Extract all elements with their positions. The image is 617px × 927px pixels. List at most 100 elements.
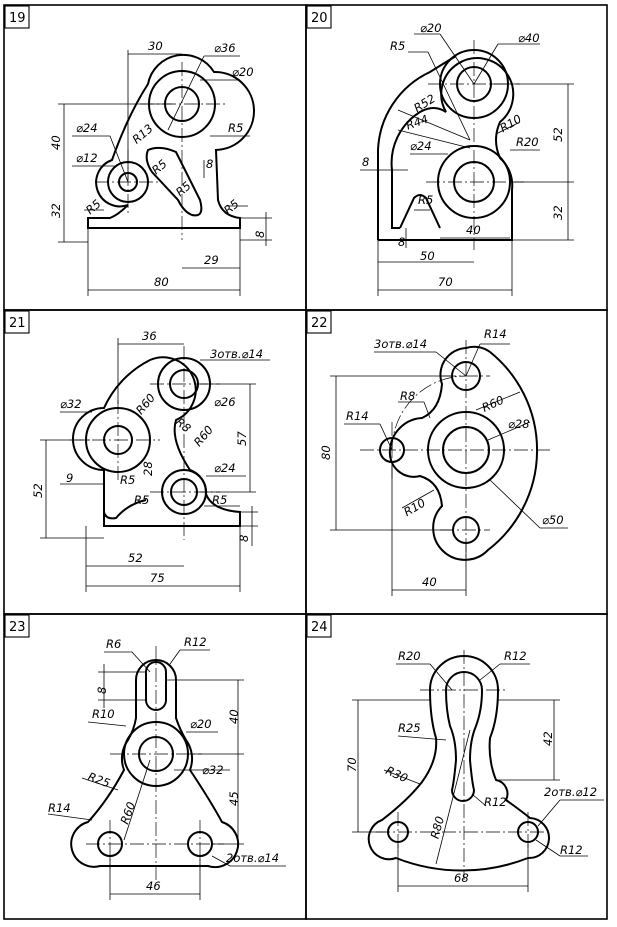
dim-label: 8: [206, 157, 213, 171]
panel-22: 22: [306, 310, 568, 596]
part-23-dimension-lines: [47, 649, 286, 900]
panel-24: 24: [306, 614, 604, 892]
panel-number: 21: [9, 316, 26, 331]
dim-label: 50: [420, 249, 435, 263]
part-21-axes: [70, 346, 220, 540]
dim-label: 9: [66, 471, 73, 485]
dim-label: R12: [560, 843, 583, 857]
dim-label: 42: [541, 731, 555, 746]
panel-number: 20: [311, 11, 328, 26]
dim-label: R30: [384, 763, 410, 785]
dim-label: R5: [120, 473, 135, 487]
dim-label: R10: [401, 496, 428, 519]
dim-label: 36: [142, 329, 157, 343]
dim-label: 80: [319, 445, 333, 460]
part-24-outline: [367, 655, 551, 872]
dim-label: 40: [466, 223, 481, 237]
panel-21: 21: [4, 310, 270, 592]
part-20-outline: [377, 49, 515, 241]
dim-label: R5: [228, 121, 243, 135]
dim-label: 52: [551, 127, 565, 142]
dim-label: ⌀24: [410, 139, 432, 153]
dim-label: 29: [204, 253, 219, 267]
dim-label: ⌀40: [518, 31, 540, 45]
dim-label: ⌀24: [76, 121, 98, 135]
dim-label: R80: [428, 815, 447, 840]
dim-label: ⌀12: [76, 151, 98, 165]
dim-label: 3отв.⌀14: [210, 347, 263, 361]
dim-label: 80: [154, 275, 169, 289]
dim-label: R20: [398, 649, 421, 663]
part-21-dimension-lines: [40, 338, 270, 592]
dim-label: 30: [148, 39, 163, 53]
dim-label: ⌀20: [190, 717, 212, 731]
dim-label: R13: [129, 121, 155, 146]
panel-grid: [3, 4, 608, 920]
part-22-axes: [360, 340, 550, 560]
dim-label: 68: [454, 871, 469, 885]
dim-label: ⌀32: [202, 763, 224, 777]
dim-label: R12: [184, 635, 207, 649]
dim-label: R60: [191, 423, 216, 449]
dim-label: 8: [362, 155, 369, 169]
dim-label: R12: [504, 649, 527, 663]
dim-label: R5: [83, 197, 104, 218]
dim-label: R6: [106, 637, 121, 651]
dim-label: R44: [404, 112, 430, 133]
dim-label: R60: [117, 800, 138, 826]
dim-label: R20: [516, 135, 539, 149]
part-19-dimension-lines: [58, 50, 272, 296]
dim-label: R10: [92, 707, 115, 721]
dim-label: 52: [128, 551, 143, 565]
dim-label: R5: [418, 193, 433, 207]
dim-label: R5: [390, 39, 405, 53]
part-22-dimension-lines: [330, 343, 568, 596]
dim-label: R25: [86, 769, 112, 790]
dim-label: 46: [146, 879, 161, 893]
part-19-dimensions: 30 ⌀36 ⌀20 40 ⌀24 ⌀12 R13 R5 R5 R5 R5 R5…: [49, 39, 267, 289]
dim-label: 70: [345, 757, 359, 772]
dim-label: 52: [31, 483, 45, 498]
panel-number: 19: [9, 11, 26, 26]
dim-label: 70: [438, 275, 453, 289]
dim-label: 40: [227, 709, 241, 724]
panel-number: 23: [9, 620, 26, 635]
dim-label: R8: [173, 415, 194, 436]
dim-label: 40: [422, 575, 437, 589]
dim-label: R12: [484, 795, 507, 809]
dim-label: 3отв.⌀14: [374, 337, 427, 351]
dim-label: 2отв.⌀14: [226, 851, 279, 865]
dim-label: R60: [480, 393, 506, 415]
part-20-dimension-lines: [360, 33, 574, 296]
dim-label: R14: [346, 409, 369, 423]
dim-label: R5: [134, 493, 149, 507]
dim-label: R25: [398, 721, 421, 735]
part-24-dimension-lines: [352, 663, 604, 892]
dim-label: ⌀20: [232, 65, 254, 79]
dim-label: 75: [150, 571, 165, 585]
dim-label: ⌀26: [214, 395, 236, 409]
dim-label: ⌀50: [542, 513, 564, 527]
part-21-dimensions: 36 3отв.⌀14 ⌀32 R60 ⌀26 R8 R60 57 52 9 R…: [31, 329, 263, 585]
dim-label: 8: [398, 235, 405, 249]
dim-label: 40: [49, 135, 63, 150]
dim-label: R14: [48, 801, 71, 815]
dim-label: ⌀32: [60, 397, 82, 411]
dim-label: 8: [253, 231, 267, 238]
dim-label: 8: [95, 687, 109, 694]
dim-label: 32: [551, 205, 565, 220]
dim-label: 2отв.⌀12: [544, 785, 597, 799]
part-22-outline: [379, 345, 539, 561]
dim-label: R5: [221, 197, 242, 218]
dim-label: 45: [227, 791, 241, 806]
dim-label: R10: [497, 112, 524, 135]
dim-label: ⌀36: [214, 41, 236, 55]
part-24-axes: [376, 650, 552, 880]
panel-23: 23: [4, 614, 286, 900]
dim-label: R5: [212, 493, 227, 507]
part-24-dimensions: R20 R12 42 R25 70 R30 R12 2отв.⌀12 R80 R…: [345, 649, 597, 885]
dim-label: 28: [141, 461, 155, 476]
dim-label: 32: [49, 203, 63, 218]
panel-number: 22: [311, 316, 328, 331]
